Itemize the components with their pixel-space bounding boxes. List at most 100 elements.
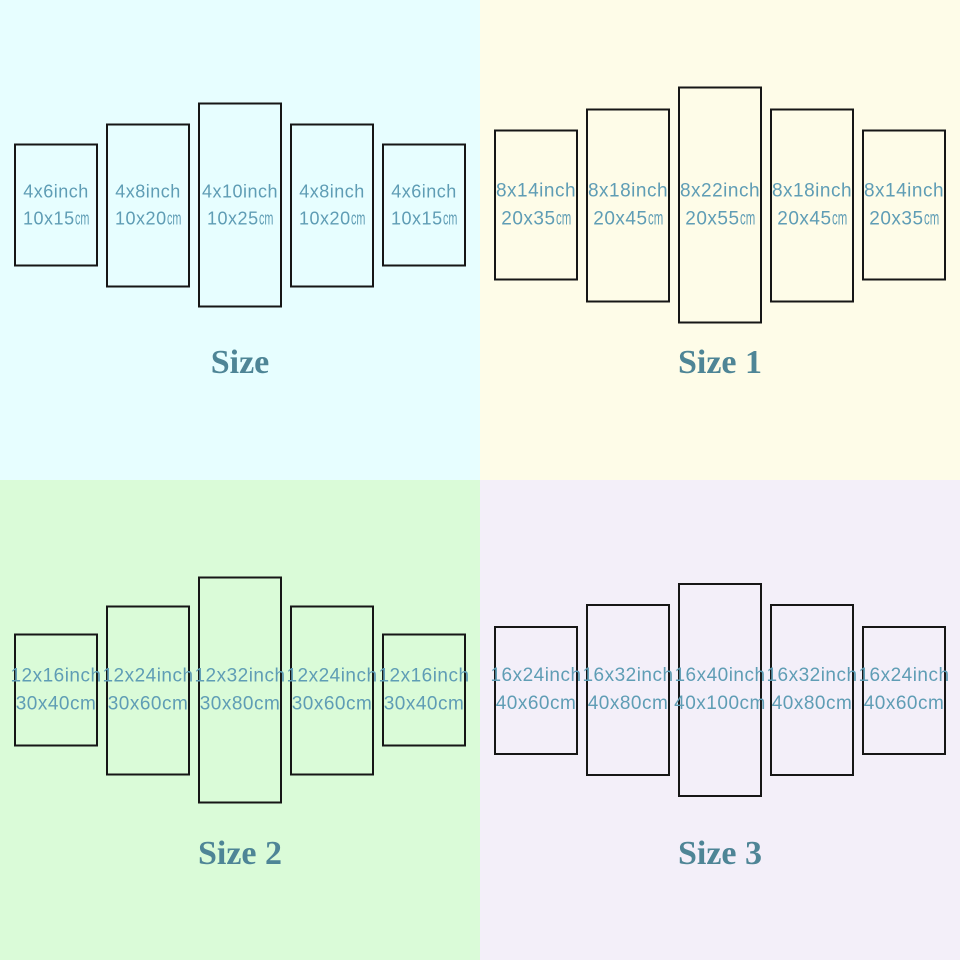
panel-inch-label: 4x6inch (23, 181, 89, 202)
cm-unit: cm (647, 208, 663, 229)
cm-unit: cm (161, 693, 189, 714)
panel-inch-label: 8x18inch (771, 180, 853, 202)
panel-cm-label: 40x100cm (674, 690, 766, 718)
panel-inch-label: 16x32inch (766, 665, 858, 687)
cm-value: 30x60 (107, 693, 162, 714)
canvas-panel-4: 4x8inch 10x20cm (290, 123, 374, 287)
panel-size-label: 8x18inch 20x45cm (772, 177, 852, 232)
cm-value: 40x80 (587, 693, 642, 714)
cm-unit: cm (917, 693, 945, 714)
panel-inch-label: 12x24inch (102, 665, 194, 687)
panel-inch-label: 16x24inch (490, 665, 582, 687)
panel-inch-label: 4x8inch (299, 181, 365, 202)
panel-cm-label: 20x35cm (864, 205, 944, 233)
panel-inch-label: 4x10inch (201, 181, 279, 202)
quadrant-title: Size 3 (677, 835, 763, 872)
cm-value: 20x45 (593, 208, 648, 229)
cm-value: 10x20 (299, 208, 351, 228)
panel-inch-label: 12x16inch (378, 665, 470, 687)
canvas-panel-5: 12x16inch 30x40cm (378, 633, 469, 747)
cm-value: 10x20 (115, 208, 167, 228)
canvas-panel-2: 12x24inch 30x60cm (102, 605, 193, 775)
panel-size-label: 12x24inch 30x60cm (102, 662, 193, 717)
panel-cm-label: 40x60cm (490, 690, 581, 718)
canvas-panel-5: 16x24inch 40x60cm (858, 625, 949, 755)
canvas-panel-3: 16x40inch 40x100cm (674, 583, 765, 797)
quadrant-title: Size (210, 344, 270, 381)
canvas-panel-1: 4x6inch 10x15cm (14, 143, 98, 267)
panel-size-label: 4x10inch 10x25cm (202, 179, 278, 231)
cm-value: 20x35 (869, 208, 924, 229)
canvas-panel-4: 12x24inch 30x60cm (286, 605, 377, 775)
panel-inch-label: 4x6inch (391, 181, 457, 202)
panel-size-label: 16x32inch 40x80cm (766, 662, 857, 717)
cm-value: 10x25 (207, 208, 259, 228)
cm-unit: cm (442, 208, 457, 228)
cm-unit: cm (253, 693, 281, 714)
panel-size-label: 4x8inch 10x20cm (299, 179, 365, 231)
canvas-panel-4: 16x32inch 40x80cm (766, 604, 857, 776)
cm-value: 40x100 (674, 693, 740, 714)
panel-cm-label: 30x60cm (286, 690, 377, 718)
panel-inch-label: 16x24inch (858, 665, 950, 687)
canvas-panel-1: 16x24inch 40x60cm (490, 625, 581, 755)
panel-cm-label: 30x40cm (378, 690, 469, 718)
panel-cm-label: 10x25cm (202, 205, 278, 231)
cm-value: 20x45 (777, 208, 832, 229)
canvas-panel-3: 4x10inch 10x25cm (198, 102, 282, 308)
cm-unit: cm (825, 693, 853, 714)
panel-inch-label: 8x22inch (679, 180, 761, 202)
panel-inch-label: 12x32inch (194, 665, 286, 687)
canvas-panel-4: 8x18inch 20x45cm (770, 108, 854, 302)
panel-inch-label: 16x40inch (674, 665, 766, 687)
panel-size-label: 12x16inch 30x40cm (378, 662, 469, 717)
cm-value: 30x60 (291, 693, 346, 714)
cm-unit: cm (345, 693, 373, 714)
panel-inch-label: 12x16inch (10, 665, 102, 687)
canvas-panel-3: 8x22inch 20x55cm (678, 86, 762, 324)
cm-value: 40x60 (495, 693, 550, 714)
cm-unit: cm (549, 693, 577, 714)
panel-inch-label: 16x32inch (582, 665, 674, 687)
panel-cm-label: 20x55cm (680, 205, 760, 233)
panel-inch-label: 12x24inch (286, 665, 378, 687)
cm-unit: cm (831, 208, 847, 229)
cm-unit: cm (166, 208, 181, 228)
panel-cm-label: 20x45cm (588, 205, 668, 233)
cm-unit: cm (258, 208, 273, 228)
cm-value: 40x80 (771, 693, 826, 714)
cm-unit: cm (350, 208, 365, 228)
quadrant-title: Size 1 (677, 344, 763, 381)
cm-value: 30x40 (383, 693, 438, 714)
panel-size-label: 16x24inch 40x60cm (858, 662, 949, 717)
cm-value: 10x15 (23, 208, 75, 228)
cm-unit: cm (69, 693, 97, 714)
panel-cm-label: 40x60cm (858, 690, 949, 718)
panel-cm-label: 10x15cm (23, 205, 89, 231)
cm-unit: cm (739, 693, 766, 714)
panel-size-label: 8x22inch 20x55cm (680, 177, 760, 232)
panel-cm-label: 10x20cm (299, 205, 365, 231)
panel-cm-label: 30x60cm (102, 690, 193, 718)
panel-size-label: 16x40inch 40x100cm (674, 662, 766, 717)
